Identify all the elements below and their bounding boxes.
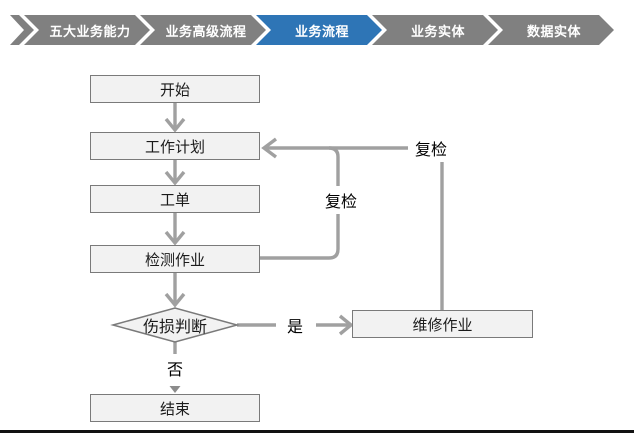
flow-node-repair: 维修作业	[352, 310, 533, 338]
edge-label-recheck-outer: 复检	[414, 140, 448, 159]
nav-step-business-process[interactable]: 业务流程	[256, 15, 382, 45]
flow-node-inspection: 检测作业	[90, 245, 260, 273]
nav-step-advanced-process[interactable]: 业务高级流程	[140, 15, 266, 45]
nav-step-data-entity[interactable]: 数据实体	[488, 15, 614, 45]
flow-node-work-plan: 工作计划	[90, 132, 260, 160]
edge-label-no: 否	[166, 360, 184, 379]
flow-node-damage-decision-label: 伤损判断	[142, 317, 208, 336]
edge-label-yes: 是	[286, 317, 304, 336]
flow-node-work-order: 工单	[90, 185, 260, 213]
flow-node-end: 结束	[90, 394, 260, 422]
flow-node-start: 开始	[90, 75, 260, 103]
bottom-divider	[0, 430, 634, 433]
edge-label-recheck-inner: 复检	[324, 192, 358, 211]
decision-diamond	[110, 307, 240, 343]
chevron-step-nav: 五大业务能力 业务高级流程 业务流程 业务实体 数据实体	[10, 15, 614, 45]
nav-step-five-capabilities[interactable]: 五大业务能力	[24, 15, 150, 45]
nav-step-business-entity[interactable]: 业务实体	[372, 15, 498, 45]
